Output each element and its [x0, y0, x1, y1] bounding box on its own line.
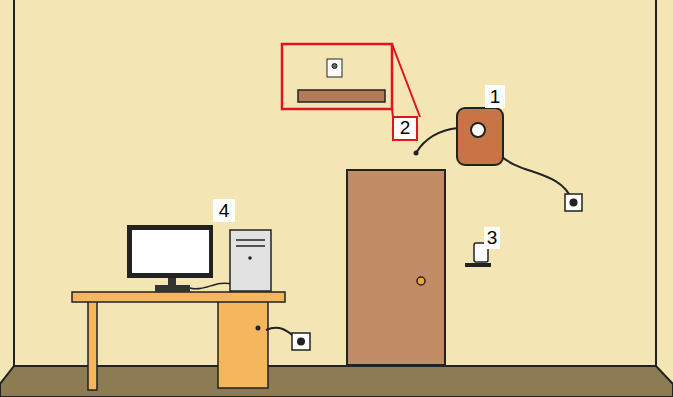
callout-number: 3	[484, 227, 500, 249]
power-button	[248, 256, 252, 260]
outlet-socket	[297, 338, 305, 346]
wall-device	[457, 108, 503, 165]
wall-bracket	[465, 263, 491, 267]
monitor-cable	[190, 283, 232, 289]
wall-corner	[655, 0, 657, 366]
drive-bay	[236, 239, 265, 241]
zoom-inset	[282, 44, 392, 109]
computer-tower	[230, 230, 271, 291]
sensor-point	[414, 151, 419, 156]
cabinet-knob	[256, 326, 261, 331]
outlet-socket	[570, 199, 578, 207]
monitor	[127, 225, 213, 278]
cable	[416, 128, 458, 153]
door-knob	[417, 277, 425, 285]
floor	[0, 366, 673, 397]
sensor	[327, 59, 342, 77]
drive-bay	[236, 245, 265, 247]
monitor-neck	[168, 277, 176, 286]
desk-top	[72, 292, 285, 302]
power-cable	[500, 155, 572, 200]
door-frame-top	[298, 90, 385, 102]
door	[347, 170, 445, 365]
callout-number: 4	[213, 199, 235, 222]
wall-corner	[13, 0, 15, 366]
zoom-line	[392, 44, 420, 117]
power-outlet	[292, 333, 310, 350]
device-button	[471, 123, 485, 137]
desk-cabinet	[218, 301, 268, 388]
desk-leg	[88, 301, 97, 390]
power-outlet	[565, 194, 582, 211]
monitor-base	[155, 285, 190, 292]
sensor-lens	[332, 64, 337, 69]
callout-number: 2	[392, 116, 418, 141]
monitor-screen	[132, 230, 209, 273]
callout-number: 1	[485, 85, 505, 108]
